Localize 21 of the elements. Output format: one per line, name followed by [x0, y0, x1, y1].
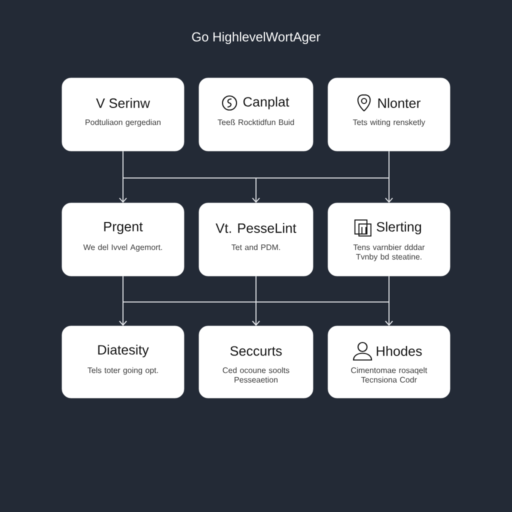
box-description: Tet and PDM. [232, 244, 280, 250]
box-heading: Hhodes [376, 346, 422, 356]
box-description: Teeß Rocktidfun Buid [218, 119, 294, 126]
box-description: Cimentomae rosaqelt Tecnsiona Codr [351, 367, 428, 383]
box-description: Tets witing rensketly [352, 119, 426, 127]
box-description: Ced ocoune soolts Pesseaetion [222, 367, 290, 383]
box-heading: Seccurts [230, 346, 282, 356]
box-heading: V Serinw [96, 98, 150, 108]
title: Go HighlevelWortAger [192, 32, 320, 44]
box-heading: Nlonter [378, 98, 421, 108]
box-heading: Vt. PesseLint [216, 223, 296, 233]
box-heading: Slerting [376, 222, 421, 234]
arrow [385, 276, 393, 326]
box-heading: Canplat [243, 96, 290, 110]
box-description: Podtuliaon gergedian [86, 119, 160, 127]
box-description: We del Ivvel Agemort. [83, 244, 162, 252]
arrow [385, 150, 393, 203]
box-description: Tens varnbier dddar Tvnby bd steatine. [353, 244, 425, 262]
box-heading: Diatesity [98, 344, 149, 358]
box-description: Tels toter going opt. [88, 367, 158, 375]
box-heading: Prgent [104, 222, 143, 234]
